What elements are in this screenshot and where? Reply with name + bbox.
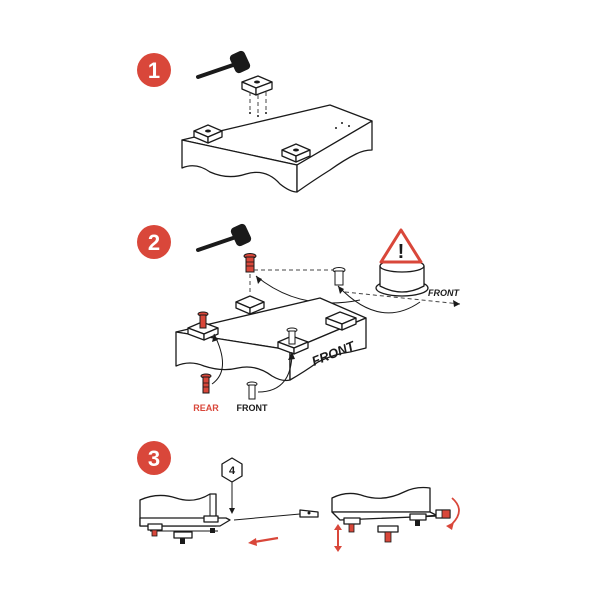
step-3-badge: 3	[137, 441, 171, 475]
bolt-icon	[197, 311, 209, 329]
mallet-icon	[196, 223, 252, 252]
step-1: 1	[137, 50, 373, 193]
step-3-circle	[137, 441, 171, 475]
warning-symbol: !	[398, 241, 405, 263]
hex-key-icon	[425, 509, 451, 519]
pad-right	[325, 311, 357, 331]
step-2-badge: 2	[137, 225, 171, 259]
foot-pad	[241, 75, 273, 115]
step-2-number: 2	[148, 230, 160, 255]
bolt-icon	[243, 253, 257, 273]
hex-callout: 4	[221, 457, 243, 514]
bolt-icon	[332, 267, 346, 286]
bolt-icon	[200, 373, 212, 394]
step-2-circle	[137, 225, 171, 259]
warning-icon: !	[379, 228, 423, 264]
step-2: 2 ! F	[137, 223, 460, 413]
step-1-circle	[137, 53, 171, 87]
left-arrow-icon	[248, 536, 279, 546]
bolt-icon	[246, 381, 258, 400]
base-board-1	[181, 104, 373, 193]
pad-right	[281, 143, 311, 163]
right-cabinet	[331, 486, 439, 543]
foot-cylinder	[375, 259, 429, 297]
front-arrow-label: FRONT	[428, 288, 460, 298]
pad-left	[193, 124, 223, 144]
mallet-icon	[196, 50, 251, 79]
step-3-number: 3	[148, 446, 160, 471]
callout-number: 4	[229, 465, 236, 477]
hex-key-icon	[233, 509, 319, 521]
step-3: 3 4	[137, 441, 460, 552]
step-1-number: 1	[148, 58, 160, 83]
step-1-badge: 1	[137, 53, 171, 87]
pad-top	[235, 295, 265, 315]
rotate-arrow-icon	[446, 497, 460, 530]
bolt-icon	[286, 327, 298, 345]
front-bolt-label: FRONT	[237, 403, 268, 413]
up-down-arrow-icon	[334, 524, 342, 552]
base-board-2	[175, 297, 367, 382]
rear-label: REAR	[193, 403, 219, 413]
left-cabinet	[139, 493, 231, 544]
